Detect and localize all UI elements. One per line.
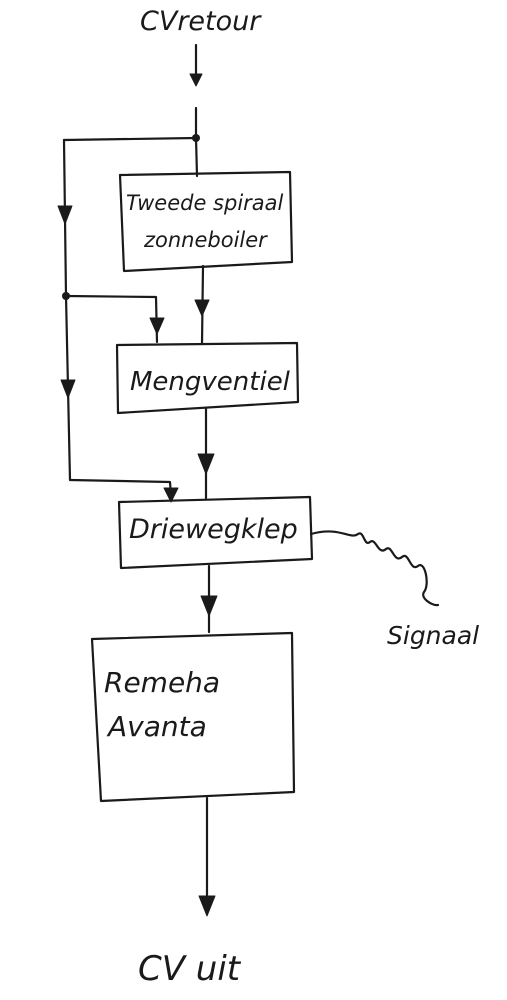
boiler-label-line2: Avanta (106, 710, 207, 743)
bypass-to-three-way-valve-line (68, 478, 173, 498)
boiler-box (90, 631, 296, 803)
input-label: CVretour (140, 6, 262, 37)
mixing-valve-label: Mengventiel (130, 367, 291, 397)
signal-label: Signaal (387, 621, 479, 650)
solar-coil-label-line2: zonneboiler (143, 228, 268, 252)
left-junction-to-mixing-arrowhead (149, 317, 165, 335)
output-arrowhead (198, 895, 216, 917)
top-bypass-horizontal (62, 136, 198, 142)
three-way-to-boiler-arrowhead (200, 595, 218, 617)
mixing-to-three-way-arrowhead (197, 453, 215, 475)
left-bypass-upper-arrowhead (57, 205, 73, 225)
three-way-valve-box (117, 495, 314, 570)
mixing-valve-box (115, 341, 300, 415)
boiler-label-line1: Remeha (104, 666, 220, 699)
input-arrowhead (189, 73, 203, 87)
three-way-valve-label: Driewegklep (129, 514, 298, 545)
bypass-to-three-way-valve-arrowhead (163, 487, 179, 503)
solar-coil-label-line1: Tweede spiraal (126, 191, 284, 215)
left-junction-to-mixing-line (64, 294, 159, 344)
solar-coil-to-mixing-arrowhead (194, 299, 210, 317)
solar-coil-box (118, 170, 294, 273)
junction-to-solar-coil-line (194, 136, 199, 178)
left-bypass-lower-arrowhead (60, 379, 76, 399)
signal-wire (309, 530, 440, 607)
output-label: CV uit (138, 949, 242, 989)
